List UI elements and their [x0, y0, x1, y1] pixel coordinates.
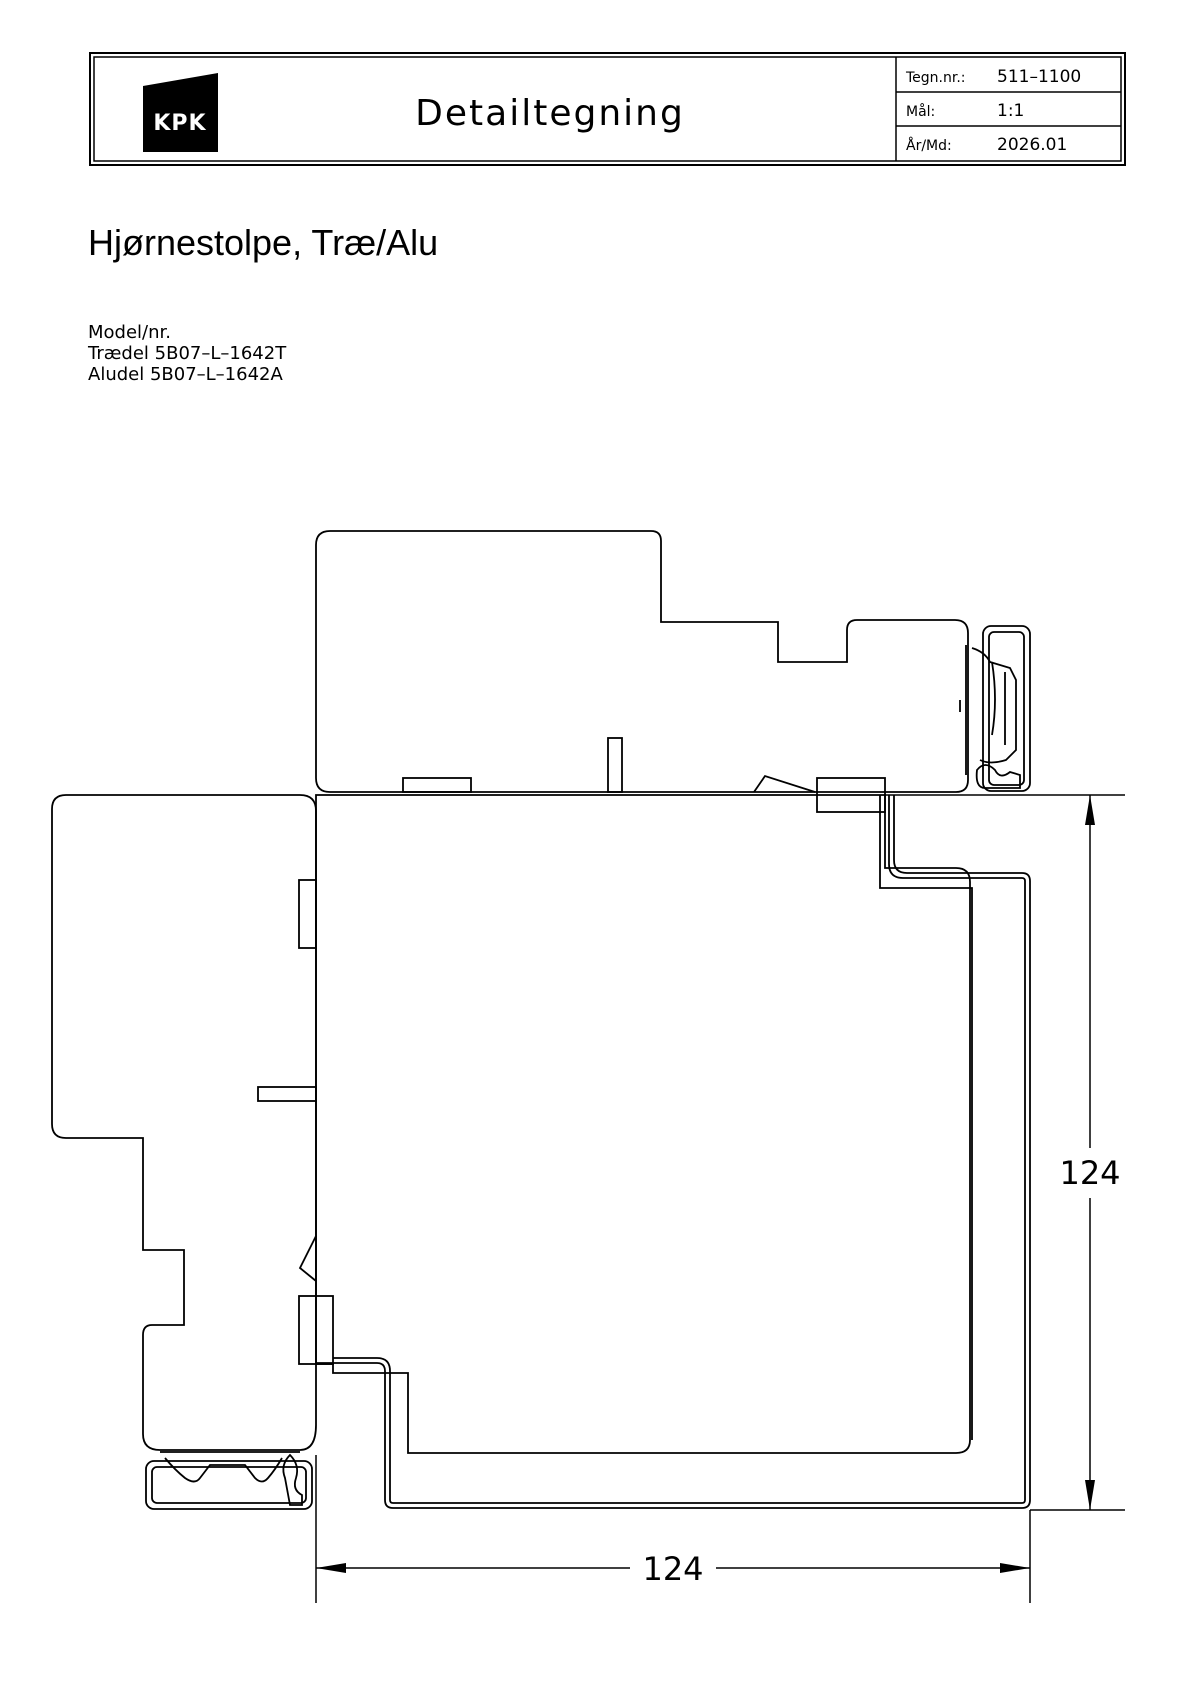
- field-value-drawing-number: 511–1100: [997, 67, 1081, 87]
- logo-text: KPK: [153, 111, 206, 136]
- title-block: KPK Detailtegning Tegn.nr.: 511–1100 Mål…: [89, 52, 1126, 166]
- left-frame-profile: [51, 794, 334, 1510]
- drawing-title: Detailtegning: [415, 93, 685, 134]
- field-value-scale: 1:1: [997, 101, 1024, 121]
- field-value-date: 2026.01: [997, 135, 1067, 155]
- kpk-logo: [143, 73, 218, 152]
- horizontal-dimension-label: 124: [642, 1550, 703, 1588]
- model-label: Model/nr.: [88, 322, 171, 343]
- model-info: Model/nr. Trædel 5B07–L–1642T Aludel 5B0…: [88, 322, 286, 385]
- dimensions: [315, 794, 1125, 1603]
- drawing-heading: Hjørnestolpe, Træ/Alu: [88, 222, 439, 263]
- field-label-scale: Mål:: [906, 103, 935, 120]
- model-line-alu: Aludel 5B07–L–1642A: [88, 364, 283, 385]
- vertical-dimension-label: 124: [1059, 1154, 1120, 1192]
- field-label-drawing-number: Tegn.nr.:: [905, 70, 966, 86]
- vertical-dimension-bg: [1055, 1148, 1125, 1198]
- corner-post: [315, 794, 1031, 1509]
- top-frame-profile: [315, 530, 1031, 813]
- model-line-wood: Trædel 5B07–L–1642T: [88, 343, 287, 364]
- horizontal-dimension-bg: [630, 1545, 716, 1591]
- field-label-date: År/Md:: [906, 137, 952, 154]
